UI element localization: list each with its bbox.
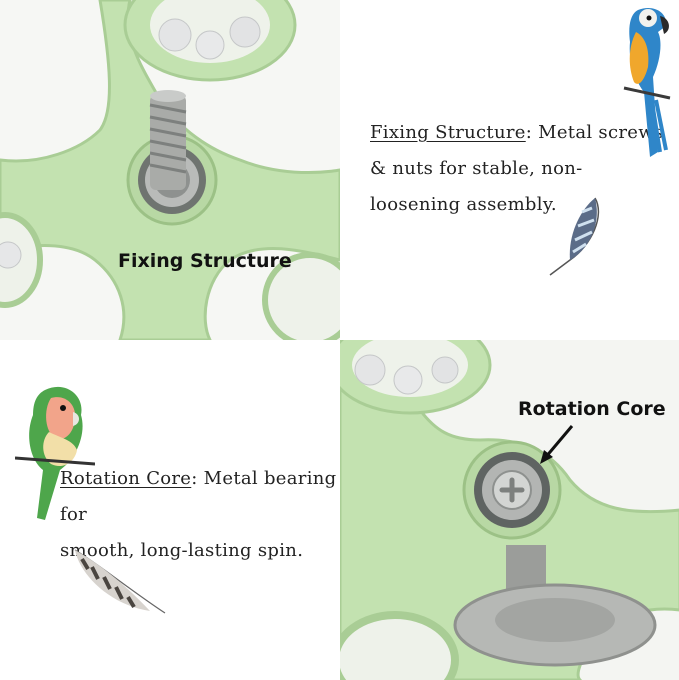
fixing-line-3: loosening assembly.: [370, 194, 557, 215]
fixing-line-1: Metal screws: [538, 122, 664, 143]
striped-feather-icon: [74, 549, 166, 614]
rotation-core-photo: Rotation Core: [340, 340, 679, 680]
rotation-core-term: Rotation Core: [60, 468, 192, 489]
fixing-structure-panel: Fixing Structure: Metal screws & nuts fo…: [340, 0, 679, 340]
fixing-structure-photo: Fixing Structure: [0, 0, 340, 340]
rotation-line-2: smooth, long-lasting spin.: [60, 540, 304, 561]
fixing-structure-photo-label: Fixing Structure: [118, 250, 292, 272]
lovebird-icon: [15, 386, 95, 520]
macaw-icon: [623, 7, 671, 157]
rotation-core-description: Rotation Core: Metal bearing for smooth,…: [60, 461, 340, 569]
fixing-line-2: & nuts for stable, non-: [370, 158, 583, 179]
rotation-line-1: Metal bearing for: [60, 468, 337, 525]
fixing-structure-term: Fixing Structure: [370, 122, 526, 143]
fixing-structure-description: Fixing Structure: Metal screws & nuts fo…: [370, 115, 670, 223]
feather-icon: [549, 197, 600, 276]
rotation-core-sep: :: [191, 468, 204, 489]
spinner-bearing-illustration: [340, 340, 679, 680]
fixing-structure-sep: :: [525, 122, 539, 143]
rotation-core-photo-label: Rotation Core: [518, 398, 666, 420]
rotation-core-panel: Rotation Core: Metal bearing for smooth,…: [0, 340, 340, 680]
spinner-screw-illustration: [0, 0, 340, 340]
